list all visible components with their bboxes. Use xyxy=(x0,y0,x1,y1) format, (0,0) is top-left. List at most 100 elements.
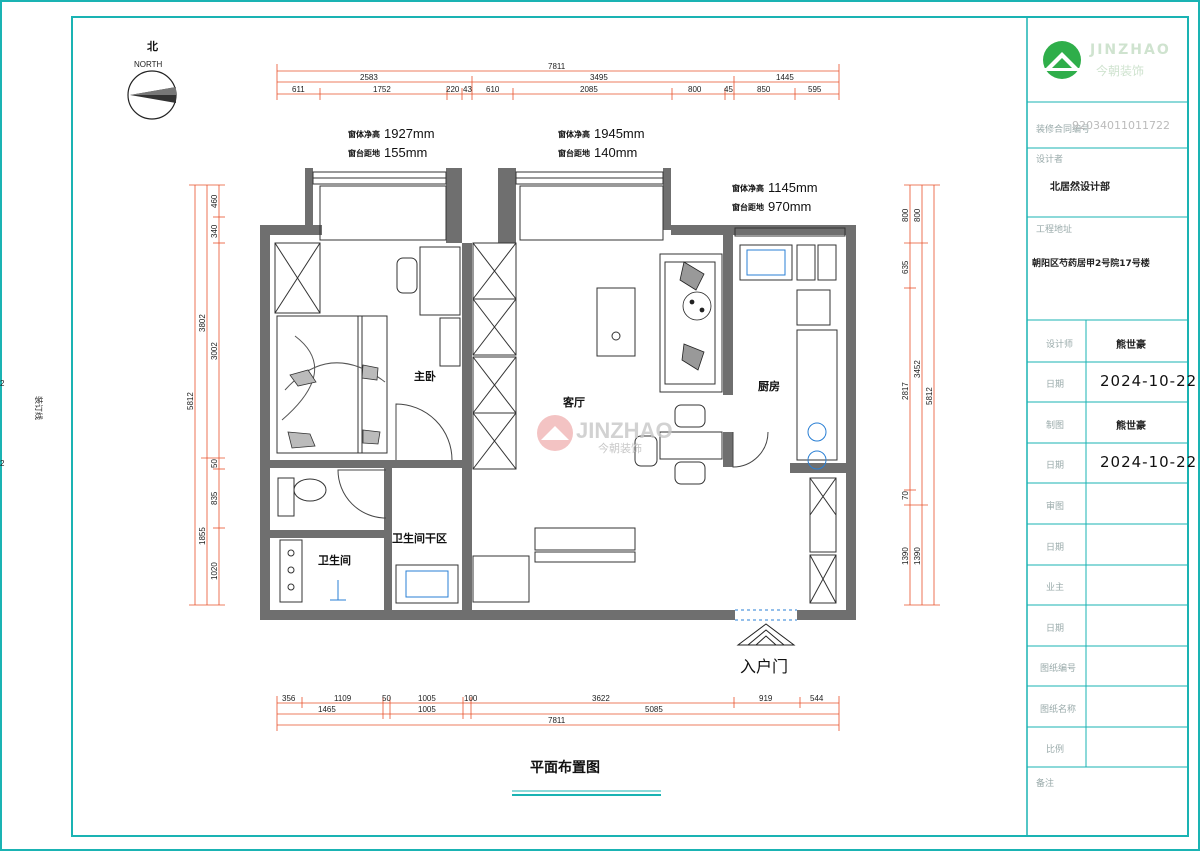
dimension-lines xyxy=(189,64,940,731)
dim-top-r3-7: 45 xyxy=(724,85,733,94)
contract-label: 装修合同编号 xyxy=(1036,125,1091,135)
date-label-2: 日期 xyxy=(1046,461,1065,471)
drawing-name-label: 图纸名称 xyxy=(1040,705,1077,715)
watermark-logo xyxy=(537,415,573,451)
date-label-1: 日期 xyxy=(1046,380,1065,390)
left-edge-mark-2: 2 xyxy=(0,459,5,468)
binding-line-label: 装订线 xyxy=(34,396,44,420)
window-2-height-value: 1945mm xyxy=(594,126,645,141)
left-edge-mark-1: 2 xyxy=(0,379,5,388)
title-underline xyxy=(512,790,661,796)
wardrobes xyxy=(472,242,517,470)
contract-number: 92034011011722 xyxy=(1072,119,1170,132)
bathroom-fixtures xyxy=(277,469,459,604)
dim-right-in-0: 800 xyxy=(901,208,910,222)
designer-dept-label: 设计者 xyxy=(1036,155,1064,165)
project-label: 工程地址 xyxy=(1036,225,1073,235)
project-address: 朝阳区芍药居甲2号院17号楼 xyxy=(1032,259,1150,269)
dim-left-out-5: 1020 xyxy=(210,562,219,580)
date-label-4: 日期 xyxy=(1046,624,1065,634)
dim-bot-r1-4: 100 xyxy=(464,694,478,703)
window-1-height-label: 窗体净高 xyxy=(348,129,380,139)
master-bedroom-furniture xyxy=(274,242,461,461)
designer-row-label: 设计师 xyxy=(1046,340,1074,350)
north-label-en: NORTH xyxy=(134,60,163,69)
window-1-height-value: 1927mm xyxy=(384,126,435,141)
dim-left-out-4: 835 xyxy=(210,491,219,505)
windows xyxy=(312,171,846,241)
north-arrow-icon xyxy=(127,70,177,120)
dim-left-total: 5812 xyxy=(186,392,195,410)
sofa-cushions xyxy=(679,261,712,371)
dim-right-in-3: 70 xyxy=(901,491,910,500)
design-dept: 北居然设计部 xyxy=(1050,182,1110,193)
dim-right-mid-1: 3452 xyxy=(913,360,922,378)
dim-bot-r1-5: 3622 xyxy=(592,694,610,703)
dim-left-mid-0: 3802 xyxy=(198,314,207,332)
dim-top-r3-2: 220 xyxy=(446,85,460,94)
owner-label: 业主 xyxy=(1046,583,1065,593)
dim-bot-r1-0: 356 xyxy=(282,694,296,703)
room-bathroom: 卫生间 xyxy=(318,553,351,567)
logo-text-en: JINZHAO xyxy=(1090,42,1171,58)
dim-bot-r1-6: 919 xyxy=(759,694,773,703)
dim-left-out-3: 50 xyxy=(210,459,219,468)
dim-bot-r1-3: 1005 xyxy=(418,694,436,703)
kitchen-furniture xyxy=(732,244,838,604)
dim-top-r3-9: 595 xyxy=(808,85,822,94)
dim-top-r2-1: 3495 xyxy=(590,73,608,82)
dim-top-r2-2: 1445 xyxy=(776,73,794,82)
window-2-sill-value: 140mm xyxy=(594,145,637,160)
inner-border xyxy=(71,16,1189,837)
dim-bot-r2-0: 1465 xyxy=(318,705,336,714)
dim-right-mid-2: 1390 xyxy=(913,547,922,565)
north-label-cn: 北 xyxy=(147,39,158,53)
window-3-sill-label: 窗台距地 xyxy=(732,202,764,212)
room-bath-dry: 卫生间干区 xyxy=(392,531,447,545)
logo-text-cn: 今朝装饰 xyxy=(1096,64,1145,78)
dim-bot-total: 7811 xyxy=(548,716,566,725)
dim-top-r3-1: 1752 xyxy=(373,85,391,94)
dim-left-out-1: 340 xyxy=(210,224,219,238)
dim-top-r3-3: 43 xyxy=(463,85,472,94)
window-1-sill-label: 窗台距地 xyxy=(348,148,380,158)
designer-name: 熊世豪 xyxy=(1116,340,1146,351)
room-living: 客厅 xyxy=(562,395,585,409)
dim-top-r3-8: 850 xyxy=(757,85,771,94)
dim-top-r3-0: 611 xyxy=(292,85,305,94)
window-2-height-label: 窗体净高 xyxy=(558,129,590,139)
walls xyxy=(260,168,856,620)
dim-right-total: 5812 xyxy=(925,387,934,405)
dim-bot-r2-1: 1005 xyxy=(418,705,436,714)
company-logo xyxy=(1043,41,1081,79)
drawing-no-label: 图纸编号 xyxy=(1040,664,1077,674)
dim-left-mid-1: 1855 xyxy=(198,527,207,545)
dim-top-r3-6: 800 xyxy=(688,85,702,94)
dim-top-r3-5: 2085 xyxy=(580,85,598,94)
notes-label: 备注 xyxy=(1036,779,1055,789)
entrance-marker xyxy=(735,609,797,646)
title-block-grid xyxy=(1027,101,1188,768)
drawing-title: 平面布置图 xyxy=(530,759,600,776)
window-2-sill-label: 窗台距地 xyxy=(558,148,590,158)
watermark-cn: 今朝装饰 xyxy=(598,441,642,455)
dim-left-out-0: 460 xyxy=(210,194,219,208)
dim-top-r3-4: 610 xyxy=(486,85,500,94)
dim-right-mid-0: 800 xyxy=(913,208,922,222)
dim-left-out-2: 3002 xyxy=(210,342,219,360)
dim-top-r2-0: 2583 xyxy=(360,73,378,82)
window-3-height-value: 1145mm xyxy=(768,180,818,195)
entrance-label: 入户门 xyxy=(740,657,788,676)
dim-right-in-4: 1390 xyxy=(901,547,910,565)
window-3-sill-value: 970mm xyxy=(768,199,811,214)
scale-label: 比例 xyxy=(1046,745,1065,755)
watermark-en: JINZHAO xyxy=(576,418,673,443)
room-master-bedroom: 主卧 xyxy=(414,369,436,383)
dim-bot-r2-2: 5085 xyxy=(645,705,663,714)
review-label: 审图 xyxy=(1046,502,1065,512)
drawer-label: 制图 xyxy=(1046,421,1065,431)
dim-top-total: 7811 xyxy=(548,62,566,71)
